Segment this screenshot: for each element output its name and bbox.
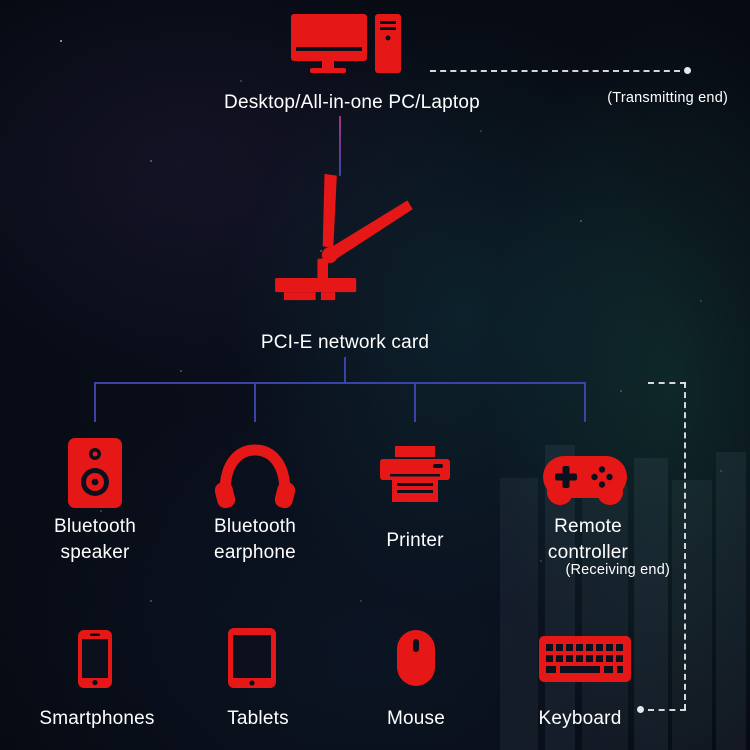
remote-controller-icon (543, 448, 627, 506)
transmitting-line-dot (684, 67, 691, 74)
pcie-network-card-icon (268, 172, 418, 317)
receiver-label-keyboard: Keyboard (538, 708, 622, 729)
connector-drop-earphone (254, 382, 256, 422)
bluetooth-earphone-icon (215, 440, 295, 510)
receiving-bracket-bottom (648, 709, 686, 711)
receiver-label-bluetooth-earphone: Bluetooth earphone (213, 516, 297, 564)
skyline-building (500, 478, 538, 750)
receiver-label-tablets: Tablets (227, 708, 289, 729)
connector-drop-printer (414, 382, 416, 422)
transmitter-label: Desktop/All-in-one PC/Laptop (224, 92, 480, 113)
skyline-building (582, 486, 628, 750)
desktop-pc-icon (277, 14, 407, 80)
transmitting-dashed-line (430, 70, 680, 72)
bluetooth-speaker-icon (68, 438, 122, 508)
connector-card-stem (344, 357, 346, 383)
skyline-building (634, 458, 668, 750)
connector-desktop-to-card (339, 116, 341, 176)
tablet-icon (228, 628, 276, 688)
keyboard-icon (539, 636, 631, 682)
skyline-building (716, 452, 746, 750)
receiving-bracket-top (648, 382, 686, 384)
receiving-bracket-side (684, 382, 686, 710)
smartphone-icon (78, 630, 112, 688)
connector-bus (94, 382, 586, 384)
printer-icon (380, 446, 450, 504)
receiver-label-remote-controller: Remote controller (547, 516, 629, 564)
receiving-line-dot (637, 706, 644, 713)
connector-drop-controller (584, 382, 586, 422)
connector-drop-speaker (94, 382, 96, 422)
receiver-label-smartphones: Smartphones (39, 708, 155, 729)
transmitting-end-tag: (Transmitting end) (607, 90, 728, 106)
receiving-end-tag: (Receiving end) (565, 562, 670, 578)
receiver-label-printer: Printer (386, 530, 444, 551)
receiver-label-bluetooth-speaker: Bluetooth speaker (53, 516, 137, 564)
mouse-icon (397, 630, 435, 686)
receiver-label-mouse: Mouse (386, 708, 446, 729)
skyline-building (672, 480, 712, 750)
hub-label: PCI-E network card (260, 332, 430, 353)
